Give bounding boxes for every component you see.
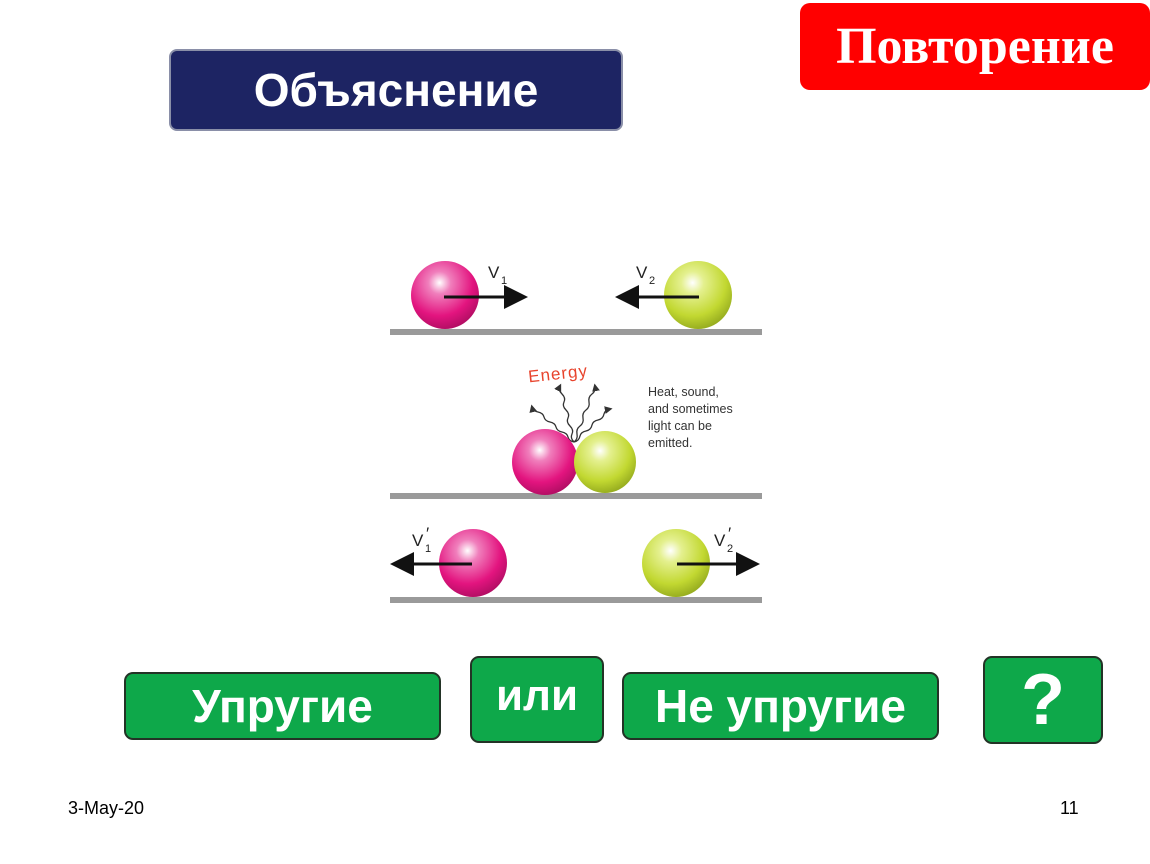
- pink-ball-after: [439, 529, 507, 597]
- label-v2: V: [636, 263, 648, 282]
- pink-ball-collision: [512, 429, 578, 495]
- label-v1-prime: V: [412, 531, 424, 550]
- svg-text:light can be: light can be: [648, 419, 712, 433]
- svg-text:and sometimes: and sometimes: [648, 402, 733, 416]
- ground-line-top: [390, 329, 762, 335]
- label-v2-prime-mark: ′: [728, 524, 731, 543]
- explanation-button[interactable]: Объяснение: [169, 49, 623, 131]
- pink-ball-before: [411, 261, 479, 329]
- energy-label: Energy: [527, 361, 589, 386]
- svg-text:emitted.: emitted.: [648, 436, 692, 450]
- collision-diagram: V 1 V 2 Energy Heat, sound, and sometime…: [390, 261, 762, 603]
- slide-date: 3-May-20: [68, 798, 145, 818]
- energy-waves: [529, 383, 613, 443]
- repeat-button[interactable]: Повторение: [800, 3, 1150, 90]
- label-v1: V: [488, 263, 500, 282]
- lime-ball-collision: [574, 431, 636, 493]
- lime-ball-after: [642, 529, 710, 597]
- label-v2-prime: V: [714, 531, 726, 550]
- label-v2-prime-sub: 2: [727, 543, 733, 555]
- inelastic-button[interactable]: Не упругие: [622, 672, 939, 740]
- question-button[interactable]: ?: [983, 656, 1103, 744]
- ground-line-middle: [390, 493, 762, 499]
- emission-note: Heat, sound, and sometimes light can be …: [648, 385, 733, 450]
- label-v2-sub: 2: [649, 275, 655, 287]
- ground-line-bottom: [390, 597, 762, 603]
- label-v1-prime-sub: 1: [425, 543, 431, 555]
- or-button[interactable]: или: [470, 656, 604, 743]
- svg-text:Heat, sound,: Heat, sound,: [648, 385, 719, 399]
- label-v1-prime-mark: ′: [426, 524, 429, 543]
- label-v1-sub: 1: [501, 275, 507, 287]
- elastic-button[interactable]: Упругие: [124, 672, 441, 740]
- slide-number: 11: [1060, 798, 1079, 818]
- lime-ball-before: [664, 261, 732, 329]
